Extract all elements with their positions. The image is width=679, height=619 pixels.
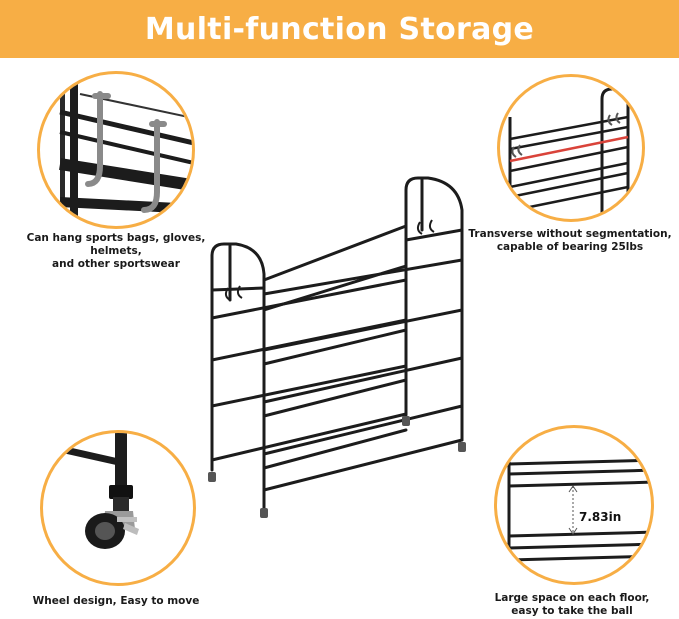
header-banner: Multi-function Storage: [0, 0, 679, 58]
caption-hang: Can hang sports bags, gloves, helmets, a…: [0, 232, 232, 271]
caption-transverse: Transverse without segmentation, capable…: [455, 228, 679, 254]
caption-hang-line2: and other sportswear: [52, 258, 180, 270]
caption-transverse-line1: Transverse without segmentation,: [468, 228, 672, 240]
caption-space-line2: easy to take the ball: [511, 605, 633, 617]
caption-transverse-line2: capable of bearing 25lbs: [496, 241, 644, 253]
banner-title: Multi-function Storage: [144, 11, 535, 47]
detail-circle-space: [494, 425, 654, 585]
detail-circle-hooks: [37, 71, 195, 229]
detail-circle-wheel: [40, 430, 196, 586]
measure-label: 7.83in: [577, 510, 624, 524]
caption-hang-line1: Can hang sports bags, gloves, helmets,: [26, 232, 206, 257]
detail-circle-transverse: [497, 74, 645, 222]
height-measure-icon: [507, 448, 651, 582]
caster-wheel-icon: [43, 433, 139, 549]
storage-rack-image: [208, 176, 466, 518]
hook-detail-image: [59, 74, 192, 226]
caption-space: Large space on each floor, easy to take …: [462, 592, 679, 618]
hook-icon: [85, 91, 103, 187]
shelf-bar-icon: [508, 87, 630, 219]
caption-space-line1: Large space on each floor,: [494, 592, 650, 604]
caption-wheel: Wheel design, Easy to move: [0, 595, 232, 608]
caption-wheel-line1: Wheel design, Easy to move: [32, 595, 200, 607]
